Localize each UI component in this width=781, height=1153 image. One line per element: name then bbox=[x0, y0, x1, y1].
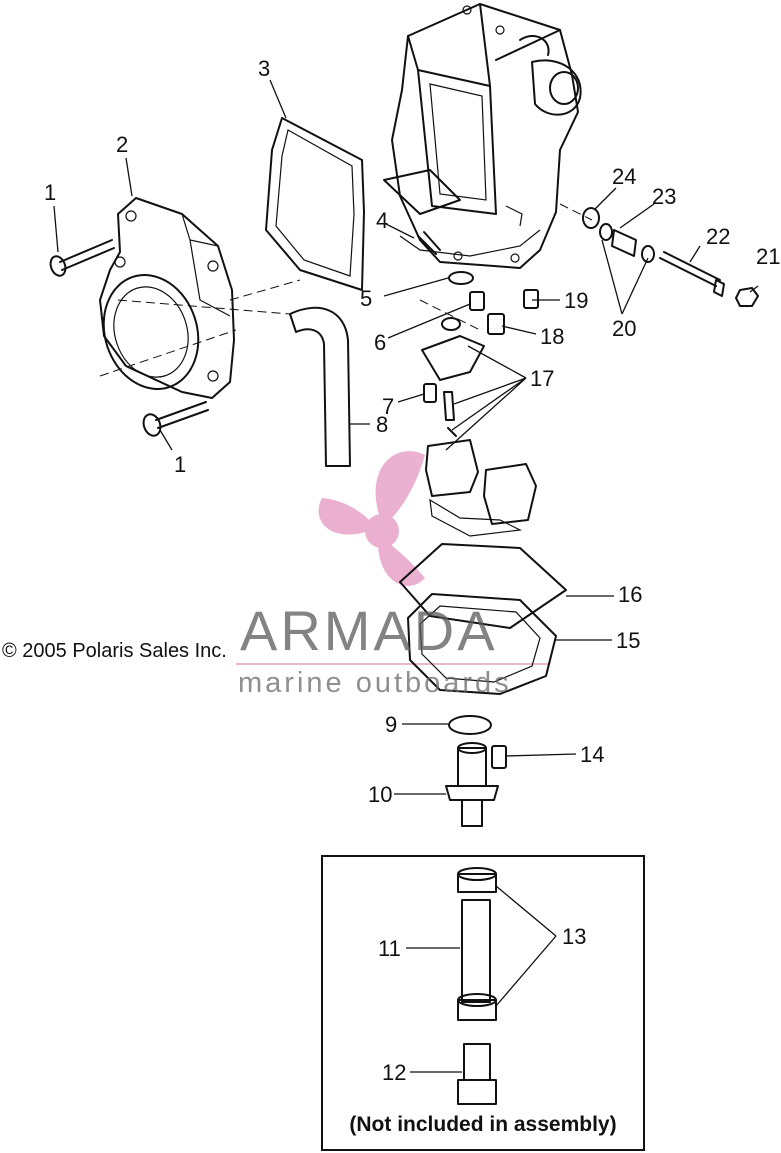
adjust-screw-set bbox=[582, 207, 759, 307]
callout-22: 22 bbox=[706, 224, 730, 249]
float-assembly bbox=[421, 317, 537, 537]
clamp-upper bbox=[457, 867, 497, 893]
float-bowl bbox=[407, 593, 557, 695]
screw-7 bbox=[423, 383, 437, 403]
callout-4: 4 bbox=[376, 208, 388, 233]
callout-10: 10 bbox=[368, 782, 392, 807]
watermark-tagline: marine outboards bbox=[238, 667, 512, 699]
intake-gasket bbox=[265, 117, 365, 291]
intake-housing bbox=[99, 197, 235, 399]
callout-19: 19 bbox=[564, 288, 588, 313]
callout-15: 15 bbox=[616, 628, 640, 653]
inset-note: (Not included in assembly) bbox=[349, 1113, 617, 1136]
watermark-name: ARMADA bbox=[240, 599, 498, 662]
jet-18 bbox=[487, 313, 505, 335]
callout-9: 9 bbox=[385, 712, 397, 737]
callout-3: 3 bbox=[258, 56, 270, 81]
callout-23: 23 bbox=[652, 184, 676, 209]
callout-24: 24 bbox=[612, 164, 636, 189]
bowl-screw bbox=[491, 745, 507, 769]
propeller-logo-icon bbox=[318, 451, 425, 586]
callout-5: 5 bbox=[360, 286, 372, 311]
bolt-upper bbox=[49, 239, 115, 277]
hose-11 bbox=[461, 899, 491, 1003]
callout-1a: 1 bbox=[44, 180, 56, 205]
callout-1b: 1 bbox=[174, 452, 186, 477]
bolt-lower bbox=[142, 401, 209, 437]
callout-2: 2 bbox=[116, 132, 128, 157]
jet-19 bbox=[523, 289, 539, 309]
callout-21: 21 bbox=[756, 244, 780, 269]
pin bbox=[417, 231, 441, 255]
callout-11: 11 bbox=[378, 936, 401, 961]
callout-7: 7 bbox=[382, 394, 394, 419]
o-ring bbox=[448, 715, 492, 735]
callout-6: 6 bbox=[374, 330, 386, 355]
callout-8: 8 bbox=[376, 412, 388, 437]
callout-17: 17 bbox=[530, 366, 554, 391]
jet-6 bbox=[469, 291, 485, 311]
carburetor-body bbox=[383, 3, 582, 269]
vent-hose bbox=[289, 306, 351, 467]
copyright-notice: © 2005 Polaris Sales Inc. bbox=[2, 640, 227, 662]
callout-18: 18 bbox=[540, 324, 564, 349]
inset-box bbox=[321, 855, 645, 1151]
callout-20: 20 bbox=[612, 316, 636, 341]
bowl-gasket bbox=[399, 543, 567, 629]
washer bbox=[448, 271, 474, 285]
callout-14: 14 bbox=[580, 742, 604, 767]
fitting-12 bbox=[457, 1043, 497, 1105]
drain-plug bbox=[445, 742, 499, 827]
callout-12: 12 bbox=[382, 1060, 406, 1085]
leader-lines bbox=[53, 79, 759, 1073]
callout-13: 13 bbox=[562, 924, 586, 949]
callout-16: 16 bbox=[618, 582, 642, 607]
clamp-lower bbox=[457, 993, 497, 1021]
